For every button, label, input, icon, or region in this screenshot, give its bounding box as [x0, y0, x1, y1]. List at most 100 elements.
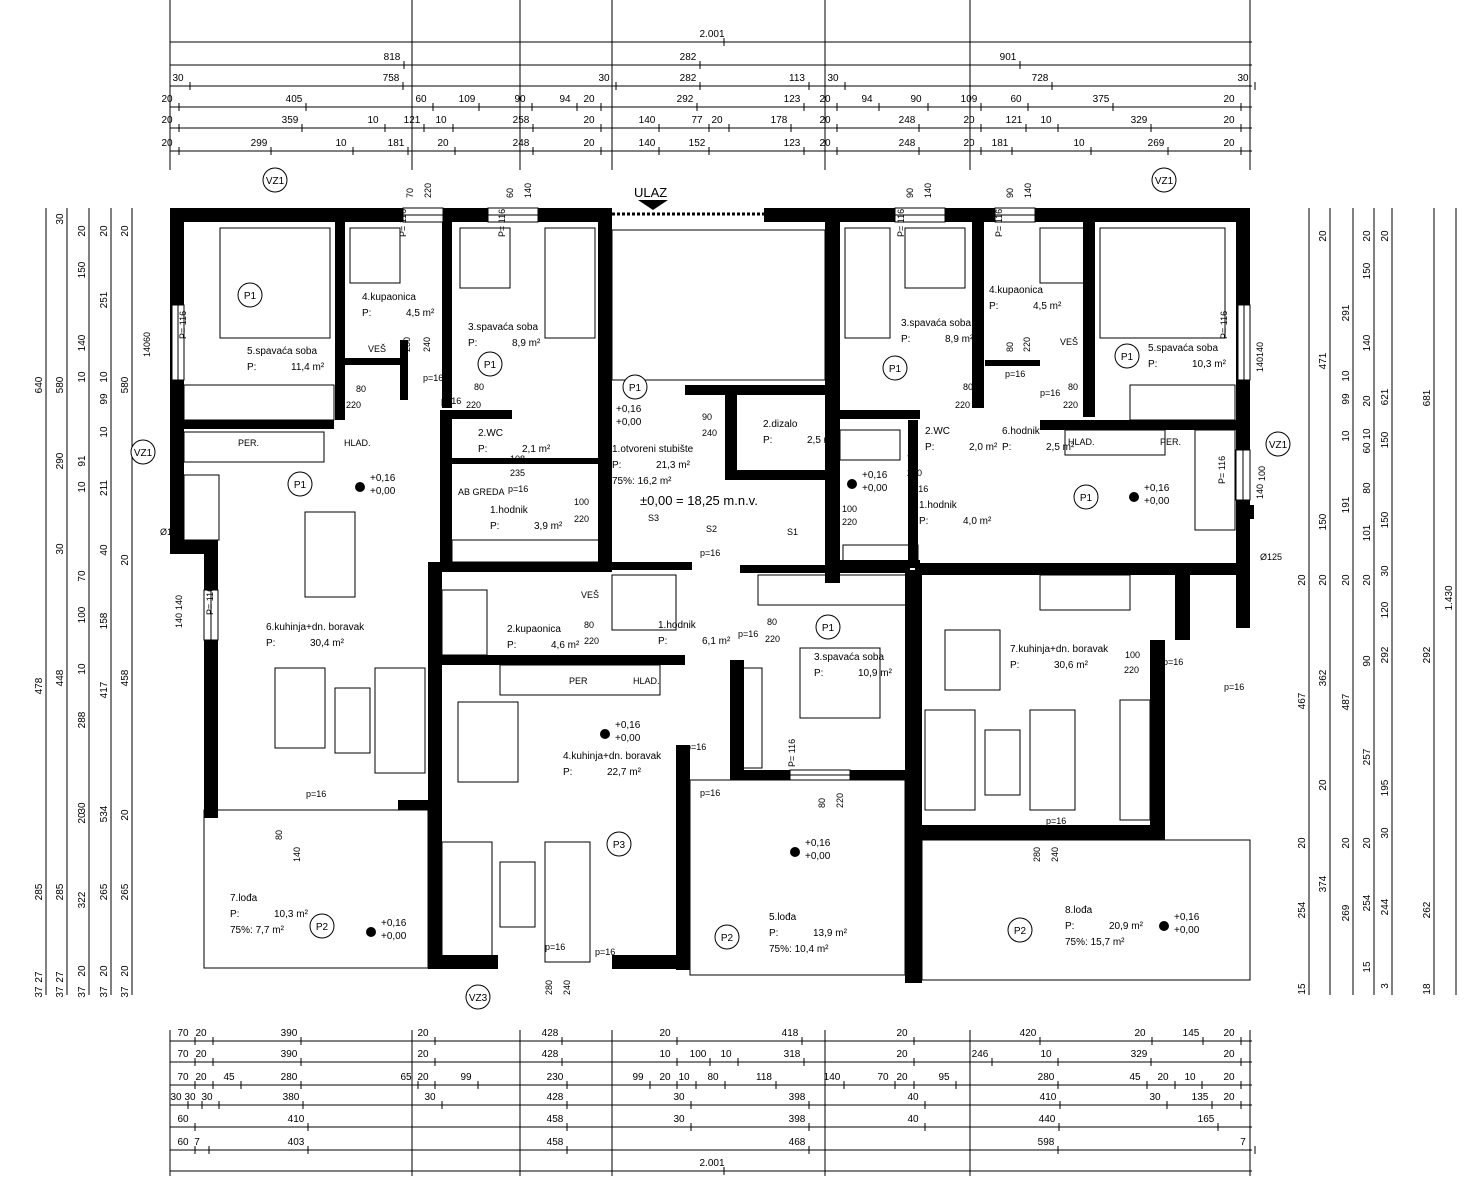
dimension-label: 818	[384, 52, 401, 63]
dimension-label: 90	[910, 94, 922, 105]
dimension-label: 70	[177, 1072, 189, 1083]
room-name: 2.kupaonica	[507, 624, 561, 635]
dimension-label: 20	[77, 812, 88, 824]
dimension-label: 20	[963, 115, 975, 126]
dimension-label: 90	[514, 94, 526, 105]
wall	[184, 420, 334, 429]
dimension-label: 403	[288, 1137, 305, 1148]
dimension-label: 30	[170, 1092, 182, 1103]
level-value: +0,00	[1144, 496, 1170, 507]
level-value: +0,16	[370, 473, 396, 484]
wall	[598, 208, 612, 568]
dimension-label: 728	[1032, 73, 1049, 84]
dimension-label: 30	[598, 73, 610, 84]
annotation: 140	[1255, 342, 1265, 357]
annotation: 220	[842, 517, 857, 527]
room-area: 4,6 m²	[551, 640, 580, 651]
level-value: +0,16	[1144, 483, 1170, 494]
dimension-label: 30	[55, 213, 66, 225]
annotation: S2	[706, 524, 717, 534]
annotation: 220	[1022, 337, 1032, 352]
dimension-label: 10	[1341, 430, 1352, 442]
annotation: VEŠ	[581, 590, 599, 600]
annotation: p=16	[1040, 388, 1060, 398]
marker-label: P1	[889, 364, 902, 375]
furniture-item	[374, 667, 426, 774]
furniture-item	[544, 841, 591, 963]
dimension-label: 10	[99, 426, 110, 438]
dimension-label: 37	[34, 986, 45, 998]
marker-circle	[477, 351, 503, 377]
annotation: 140	[923, 183, 933, 198]
dimension-label: 640	[34, 376, 45, 393]
wall	[905, 955, 922, 983]
marker-label: P2	[721, 933, 734, 944]
dimension-label: 262	[1422, 901, 1433, 918]
dimension-label: 269	[1148, 138, 1165, 149]
marker-circle	[606, 831, 632, 857]
wall	[442, 208, 452, 408]
dimension-label: 18	[1422, 983, 1433, 995]
furniture-item	[736, 667, 763, 769]
furniture-item	[757, 574, 909, 606]
dimension-label: 20	[711, 115, 723, 126]
level-value: +0,16	[615, 720, 641, 731]
dimension-label: 458	[547, 1114, 564, 1125]
room-area-label: P:	[612, 460, 621, 471]
dimension-label: 20	[1362, 837, 1373, 849]
annotation: 220	[835, 793, 845, 808]
marker-label: VZ1	[266, 176, 285, 187]
room-area: 2,0 m²	[969, 442, 998, 453]
dimension-label: 248	[899, 115, 916, 126]
dimension-label: 20	[1223, 1028, 1235, 1039]
dimension-label: 135	[1192, 1092, 1209, 1103]
dimension-label: 109	[961, 94, 978, 105]
room-area-label: P:	[658, 636, 667, 647]
annotation: P= 116	[205, 587, 215, 615]
annotation: VEŠ	[1060, 337, 1078, 347]
dimension-label: 20	[896, 1072, 908, 1083]
dimension-label: 20	[1297, 574, 1308, 586]
furniture-item	[1119, 699, 1151, 821]
dimension-label: 140	[824, 1072, 841, 1083]
marker-label: VZ1	[134, 448, 153, 459]
loggia-outline	[921, 839, 1251, 981]
annotation: 100	[1257, 466, 1267, 481]
annotation: 220	[765, 634, 780, 644]
dimension-label: 27	[55, 971, 66, 983]
furniture-item	[349, 227, 401, 284]
wall	[400, 340, 408, 400]
dimension-label: 375	[1093, 94, 1110, 105]
annotation: p=16	[508, 484, 528, 494]
annotation: 70	[405, 188, 415, 198]
room-area-label: P:	[478, 444, 487, 455]
dimension-label: 20	[1362, 230, 1373, 242]
marker-label: P1	[244, 291, 257, 302]
annotation: p=16	[686, 742, 706, 752]
dimension-label: 20	[1318, 779, 1329, 791]
dimension-label: 428	[542, 1049, 559, 1060]
annotation: 220	[907, 468, 922, 478]
annotation: p=16	[1005, 369, 1025, 379]
furniture-item	[1099, 227, 1226, 339]
marker-label: P3	[613, 840, 626, 851]
room-name: 3.spavaća soba	[814, 652, 884, 663]
furniture-item	[219, 227, 331, 339]
dimension-label: 265	[120, 883, 131, 900]
dimension-label: 20	[1318, 574, 1329, 586]
room-area: 13,9 m²	[813, 928, 848, 939]
furniture-item	[984, 729, 1021, 796]
dimension-label: 10	[659, 1049, 671, 1060]
room-name: 1.hodnik	[490, 505, 529, 516]
annotation: Ø125	[1260, 552, 1282, 562]
dimension-label: 288	[77, 711, 88, 728]
dimension-label: 140	[77, 334, 88, 351]
room-area-label: P:	[814, 668, 823, 679]
dimension-label: 458	[547, 1137, 564, 1148]
wall	[1236, 578, 1250, 628]
marker-circle	[882, 355, 908, 381]
annotation: 108	[510, 454, 525, 464]
room-area: 4,0 m²	[963, 516, 992, 527]
dimension-label: 280	[1038, 1072, 1055, 1083]
dimension-label: 362	[1318, 669, 1329, 686]
